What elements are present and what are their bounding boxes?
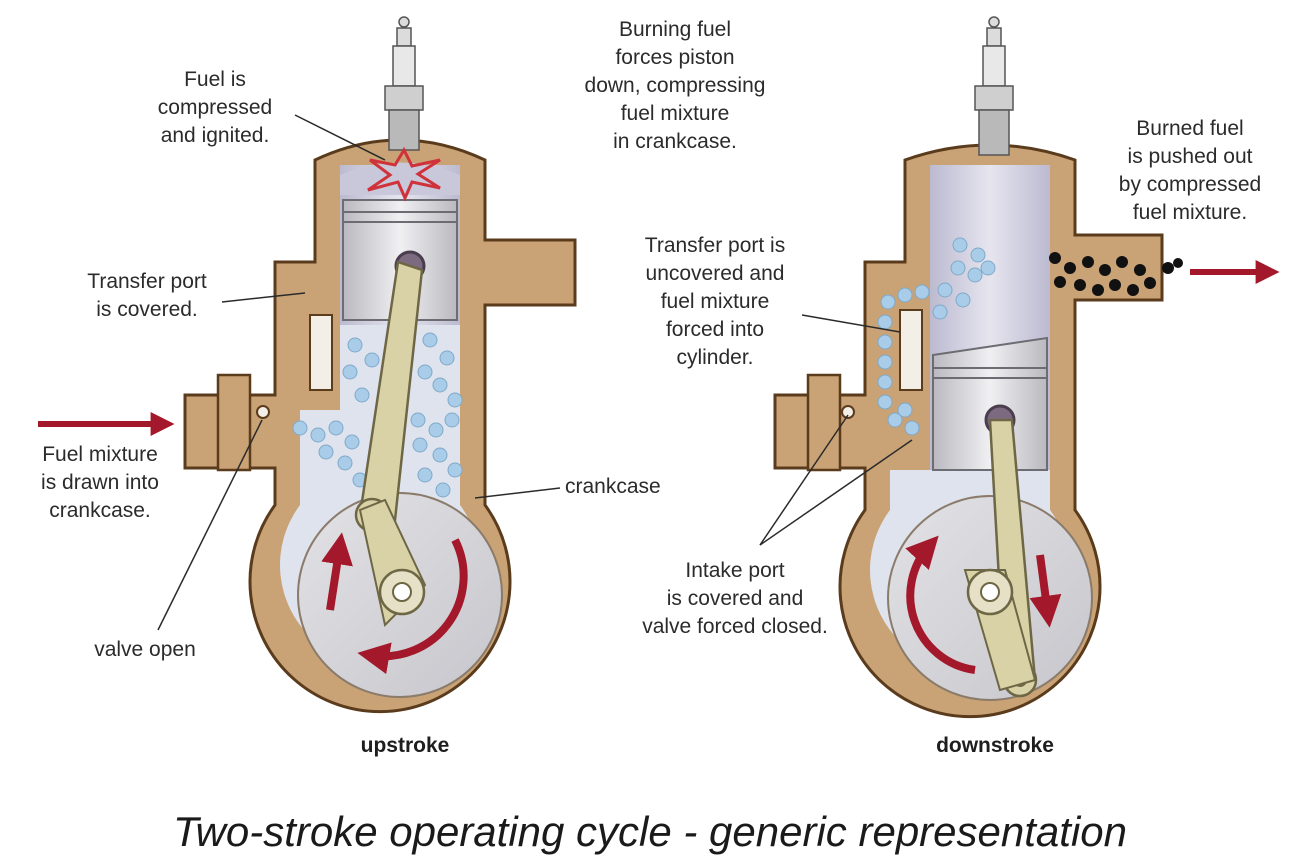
intake-flange	[806, 373, 842, 472]
transfer-passage	[899, 309, 923, 391]
fuel-bubbles	[292, 332, 463, 498]
label-burning-fuel: Burning fuel forces piston down, compres…	[584, 18, 766, 153]
spark-plug-icon	[384, 16, 424, 151]
rotation-arrow-icon	[1029, 554, 1062, 628]
rotation-arrow-icon	[905, 535, 976, 674]
diagram-caption: Two-stroke operating cycle - generic rep…	[172, 808, 1127, 855]
reed-valve	[841, 405, 855, 419]
rotation-arrow-icon	[357, 538, 468, 675]
label-fuel-mixture-drawn: Fuel mixture is drawn into crankcase.	[41, 443, 159, 522]
crankshaft-center	[392, 582, 412, 602]
upstroke-engine	[38, 16, 577, 714]
label-transfer-port-uncovered: Transfer port is uncovered and fuel mixt…	[644, 234, 786, 369]
intake-flange	[216, 373, 252, 472]
leader-line	[294, 114, 386, 161]
downstroke-engine	[759, 16, 1280, 719]
label-intake-port-covered: Intake port is covered and valve forced …	[642, 559, 828, 638]
upstroke-title: upstroke	[360, 734, 450, 757]
spark-plug-icon	[974, 16, 1014, 156]
leader-line	[759, 414, 849, 546]
label-fuel-compressed: Fuel is compressed and ignited.	[157, 68, 273, 147]
label-burned-fuel: Burned fuel is pushed out by compressed …	[1118, 117, 1262, 224]
reed-valve	[256, 405, 270, 419]
transfer-passage	[309, 314, 333, 391]
spark-icon	[367, 146, 441, 202]
exhaust-channel	[485, 250, 573, 295]
piston	[932, 336, 1048, 471]
label-crankcase: crankcase	[565, 475, 661, 498]
leader-line	[474, 487, 561, 499]
crankshaft-center	[980, 582, 1000, 602]
rotation-arrow-icon	[321, 532, 353, 611]
exhaust-particles	[1049, 252, 1183, 296]
label-transfer-port-covered: Transfer port is covered.	[87, 270, 207, 321]
leader-line	[801, 314, 901, 333]
fuel-bubbles	[877, 237, 996, 436]
leader-line	[157, 419, 263, 631]
leader-line	[759, 439, 913, 546]
downstroke-title: downstroke	[936, 734, 1054, 757]
label-valve-open: valve open	[94, 638, 196, 661]
leader-line	[221, 292, 306, 303]
